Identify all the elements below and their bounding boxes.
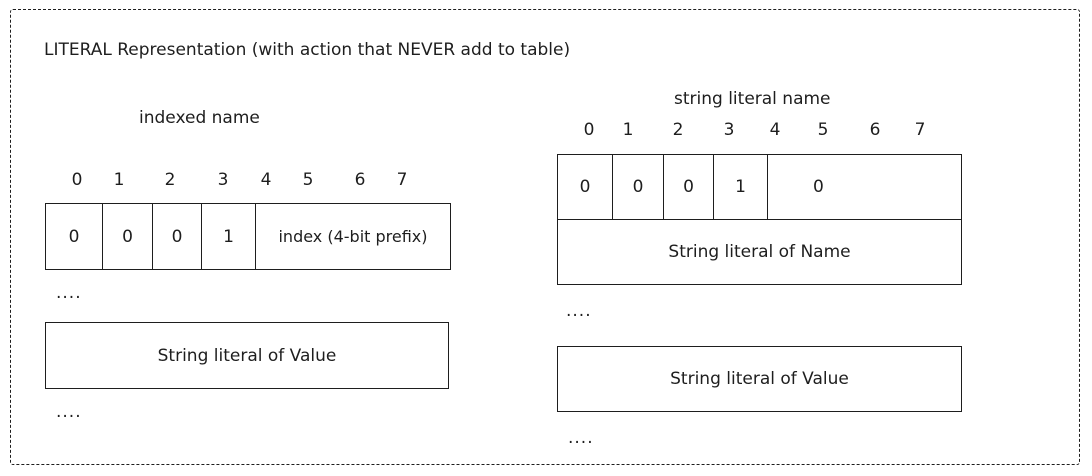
value-box: String literal of Value bbox=[45, 322, 449, 389]
indexed-name-caption: indexed name bbox=[139, 108, 260, 128]
bit-number: 7 bbox=[914, 120, 926, 140]
bit-number: 5 bbox=[302, 170, 314, 190]
bit-number: 6 bbox=[869, 120, 881, 140]
bit-cell: 0 bbox=[103, 204, 153, 269]
bit-number: 2 bbox=[672, 120, 684, 140]
bit-number: 4 bbox=[260, 170, 272, 190]
bit-cell: 0 bbox=[153, 204, 202, 269]
bit-number: 0 bbox=[71, 170, 83, 190]
bit-number: 2 bbox=[164, 170, 176, 190]
ellipsis: .... bbox=[568, 428, 594, 448]
bit-cell: 1 bbox=[714, 155, 768, 219]
diagram-frame bbox=[10, 9, 1080, 465]
diagram-title: LITERAL Representation (with action that… bbox=[44, 40, 571, 60]
name-box: String literal of Name bbox=[557, 219, 962, 285]
bit-number: 7 bbox=[396, 170, 408, 190]
string-literal-name-caption: string literal name bbox=[674, 89, 831, 109]
bit-number: 4 bbox=[769, 120, 781, 140]
name-box-label: String literal of Name bbox=[668, 242, 851, 262]
left-bit-numbers: 0 1 2 3 4 5 6 7 bbox=[60, 170, 418, 190]
bit-cell: 0 bbox=[46, 204, 103, 269]
bit-cell: 0 bbox=[613, 155, 664, 219]
value-box: String literal of Value bbox=[557, 346, 962, 412]
bit-number: 5 bbox=[817, 120, 829, 140]
bit-number: 3 bbox=[723, 120, 735, 140]
right-bit-numbers: 0 1 2 3 4 5 6 7 bbox=[575, 120, 941, 140]
name-index-zero-cell: 0 bbox=[813, 177, 824, 197]
value-box-label: String literal of Value bbox=[670, 369, 849, 389]
index-prefix-cell: index (4-bit prefix) bbox=[278, 227, 428, 246]
ellipsis: .... bbox=[566, 301, 592, 321]
bit-cell: 0 bbox=[558, 155, 613, 219]
ellipsis: .... bbox=[56, 402, 82, 422]
bit-number: 1 bbox=[113, 170, 125, 190]
bit-cell: 0 bbox=[664, 155, 714, 219]
ellipsis: .... bbox=[56, 283, 82, 303]
indexed-name-bit-row: 0 0 0 1 index (4-bit prefix) bbox=[45, 203, 451, 270]
bit-number: 0 bbox=[583, 120, 595, 140]
value-box-label: String literal of Value bbox=[157, 345, 337, 366]
string-literal-name-bit-row: 0 0 0 1 0 bbox=[557, 154, 962, 220]
bit-cell: 1 bbox=[202, 204, 256, 269]
bit-number: 6 bbox=[354, 170, 366, 190]
bit-number: 3 bbox=[217, 170, 229, 190]
bit-number: 1 bbox=[622, 120, 634, 140]
